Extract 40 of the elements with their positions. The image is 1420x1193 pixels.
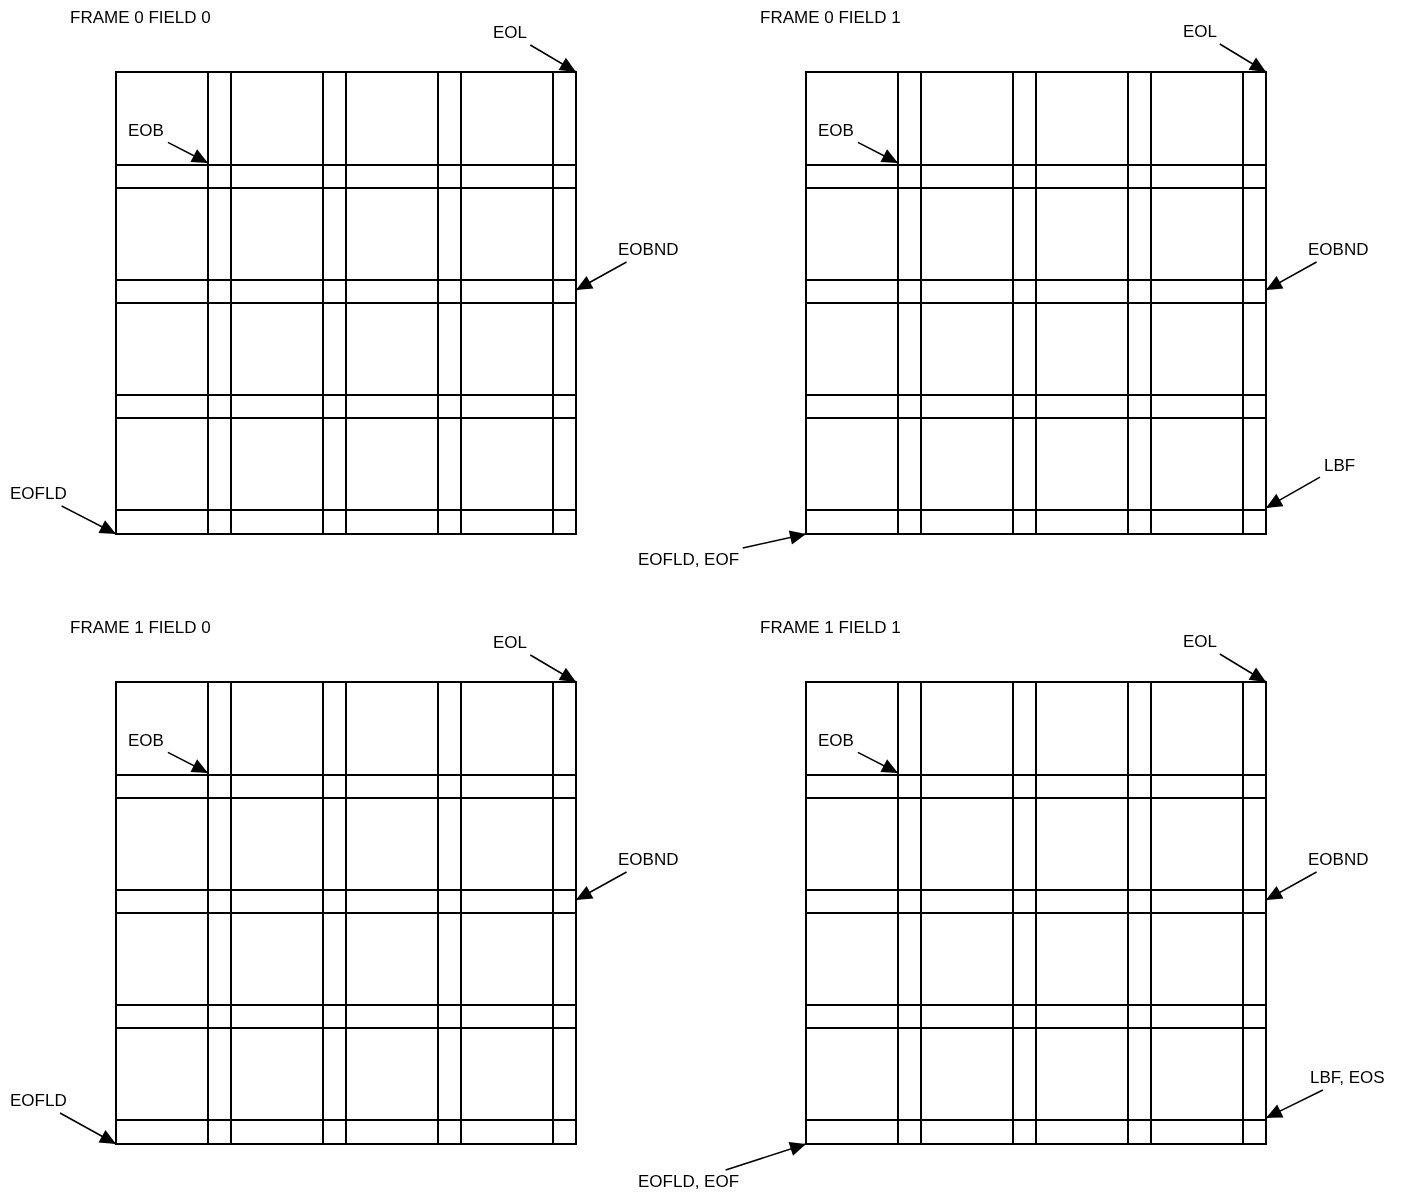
callout-label: EOFLD, EOF	[638, 550, 740, 570]
leader-line	[529, 44, 577, 73]
panel-heading: FRAME 1 FIELD 0	[70, 618, 211, 638]
leader-line	[724, 1142, 807, 1171]
leader-line	[1265, 261, 1318, 291]
leader-line	[167, 141, 209, 164]
callout-label: EOB	[128, 121, 164, 141]
leader-line	[529, 654, 577, 683]
panel-heading: FRAME 0 FIELD 1	[760, 8, 901, 28]
callout-label: EOB	[818, 121, 854, 141]
leader-line	[59, 1112, 117, 1145]
callout-label: EOFLD, EOF	[638, 1172, 740, 1192]
callout-label: EOL	[1183, 632, 1218, 652]
leader-line	[857, 141, 899, 164]
panel-heading: FRAME 1 FIELD 1	[760, 618, 901, 638]
callout-label: EOFLD	[10, 484, 67, 504]
callout-label: EOFLD	[10, 1091, 67, 1111]
callout-label: LBF, EOS	[1310, 1068, 1385, 1088]
leader-line	[575, 261, 628, 291]
leader-line	[1265, 871, 1318, 901]
callout-label: EOBND	[1308, 850, 1369, 870]
leader-line	[1219, 43, 1267, 73]
leader-line	[742, 530, 807, 549]
callout-label: EOBND	[618, 240, 679, 260]
callout-label: EOL	[493, 23, 528, 43]
leader-line	[1219, 653, 1267, 683]
callout-label: EOBND	[1308, 240, 1369, 260]
callout-label: LBF	[1324, 456, 1356, 476]
leader-line	[1265, 1089, 1324, 1119]
leader-line	[167, 751, 209, 774]
callout-label: EOL	[1183, 22, 1218, 42]
callout-label: EOBND	[618, 850, 679, 870]
callout-label: EOB	[818, 731, 854, 751]
leader-line	[60, 505, 117, 535]
leader-line	[857, 751, 899, 774]
leader-line	[1265, 476, 1321, 509]
leader-line	[575, 871, 628, 901]
callout-label: EOB	[128, 731, 164, 751]
callout-label: EOL	[493, 633, 528, 653]
panel-heading: FRAME 0 FIELD 0	[70, 8, 211, 28]
